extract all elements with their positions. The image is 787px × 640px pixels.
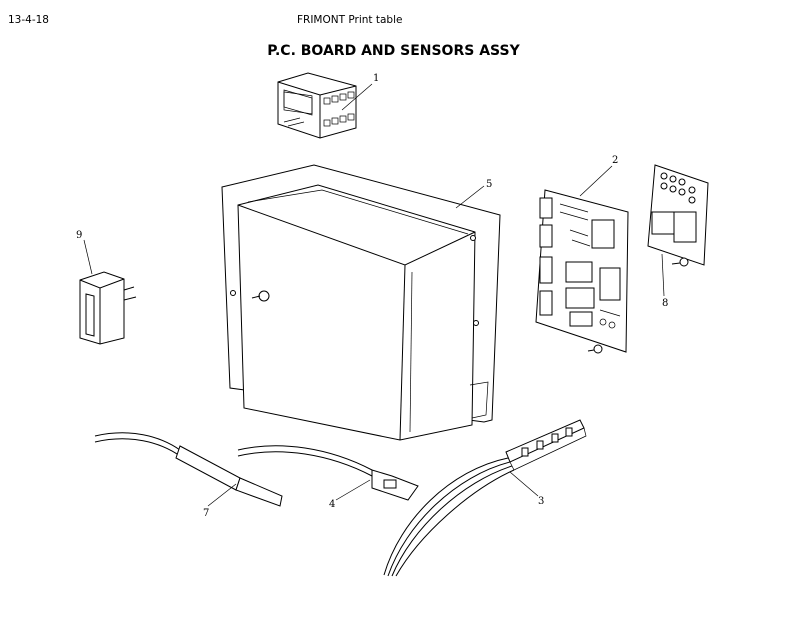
part-1-relay [277,72,357,139]
callout-9: 9 [76,230,82,241]
part-3-sensor-strip [383,419,587,577]
part-2-pc-board [535,189,629,354]
callout-leaders [83,83,665,507]
callout-2: 2 [612,155,618,166]
part-4-reed-sensor [237,445,419,501]
header-date: 13-4-18 [8,14,49,26]
part-8-small-board [647,164,709,267]
callout-5: 5 [486,179,492,190]
callout-8: 8 [662,298,668,309]
callout-7: 7 [203,508,209,519]
callout-1: 1 [373,73,379,84]
callout-4: 4 [329,499,335,510]
part-5-enclosure [221,164,501,441]
part-9-switch [79,271,137,345]
callout-3: 3 [538,496,544,507]
diagram-title: P.C. BOARD AND SENSORS ASSY [267,43,520,59]
part-7-probe-sensor [94,432,283,507]
header-title: FRIMONT Print table [297,14,403,26]
